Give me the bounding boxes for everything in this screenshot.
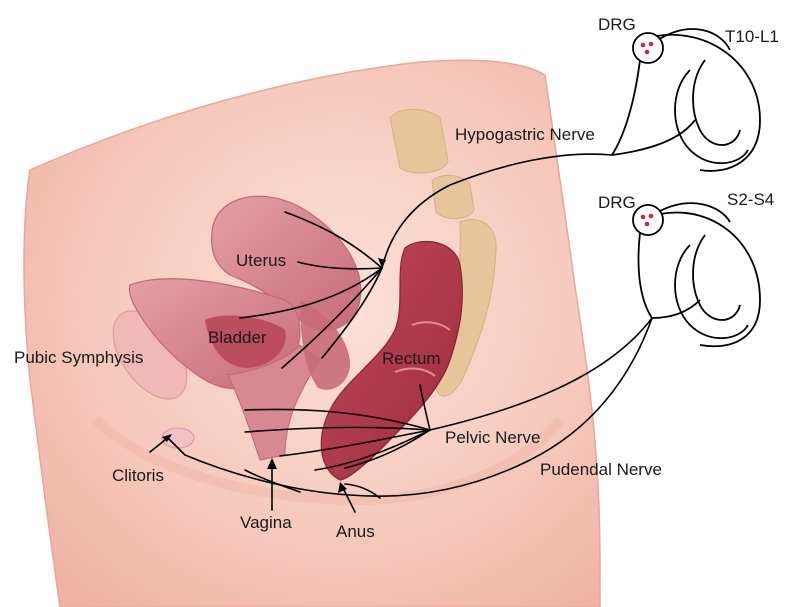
label-hypogastric-nerve: Hypogastric Nerve [455,125,595,144]
drg-lower-dot [644,221,650,227]
anus-arrow [341,485,356,513]
spinal-cord-upper [639,34,761,172]
plexus-branch-cervix [281,267,383,369]
clitoris-arrowhead [162,434,172,442]
ventral-root-lower [651,299,701,319]
label-vagina: Vagina [240,513,292,532]
pelvic-branch-anus [344,429,431,469]
spinal-nerve-upper [611,59,641,156]
pelvic-branch-rectum [419,384,431,431]
pelvic-branch-4 [314,429,431,471]
vagina-arrowhead [267,458,277,469]
label-pubic-symphysis: Pubic Symphysis [14,348,143,367]
vertebra-1 [389,108,449,174]
label-s2-s4: S2-S4 [727,190,774,209]
vertebra-2 [431,174,475,219]
cervix-shape [300,300,351,390]
label-pudendal-nerve: Pudendal Nerve [540,460,662,479]
plexus-branch-uterus-2 [297,261,383,270]
drg-upper-dot [644,49,650,55]
pelvic-branch-1 [244,408,431,431]
anus-arrowhead [338,482,347,493]
pelvic-branch-3 [279,429,431,457]
hypogastric-arrow [378,258,386,268]
drg-upper-ganglion [632,32,664,64]
spinal-cord-lower [639,211,761,348]
uterus-shape [210,195,362,331]
label-clitoris: Clitoris [112,466,164,485]
drg-upper-dot [640,42,646,48]
rectum-fold-1 [411,321,451,331]
dorsal-root-upper [657,28,731,51]
drg-upper-dot [648,41,654,47]
label-anus: Anus [336,522,375,541]
pelvic-nerve [429,317,653,431]
bladder-inner [205,315,286,368]
label-t10-l1: T10-L1 [725,27,779,46]
plexus-branch-vagina [321,267,383,359]
pelvic-branch-2 [244,426,431,433]
spinal-nerve-lower [637,231,653,319]
label-drg-upper: DRG [598,15,636,34]
drg-lower-dot [648,213,654,219]
rectum-shape [320,240,463,481]
pelvic-cavity [91,416,564,506]
plexus-branch-uterus [284,211,383,269]
dorsal-root-lower [657,202,731,223]
drg-lower-dot [640,214,646,220]
spinal-cord-upper-inner [674,69,749,165]
plexus-branch-bladder [239,267,383,319]
drg-lower-ganglion [632,204,664,236]
label-uterus: Uterus [236,251,286,270]
rectum-fold-2 [394,367,436,377]
label-drg-lower: DRG [598,193,636,212]
pudendal-branch-anus [344,483,381,499]
label-pelvic-nerve: Pelvic Nerve [445,428,540,447]
label-bladder: Bladder [208,328,267,347]
pudendal-branch-vagina [244,469,301,493]
ventral-root-upper [611,119,696,156]
label-rectum: Rectum [382,349,441,368]
hypogastric-nerve [381,153,613,269]
spinal-cord-lower-inner [674,234,749,340]
